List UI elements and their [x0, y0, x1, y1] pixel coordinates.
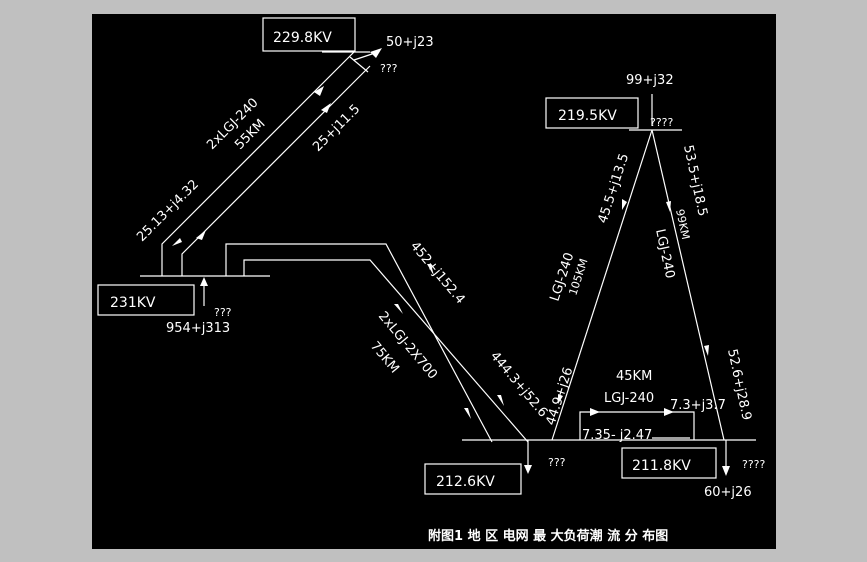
bus-tick-229: [349, 56, 369, 73]
gen231-unknown: ???: [214, 306, 232, 319]
arrow-l2-a1: [394, 304, 403, 314]
b2-load-value: 99+j32: [626, 73, 674, 88]
arrow-gen231: [200, 277, 208, 286]
arrow-l5-2: [664, 408, 674, 416]
bus-box-229: [262, 17, 356, 52]
line4-length: 99KM: [673, 208, 692, 241]
line1-circuit-a: [161, 51, 355, 276]
line2-circuit-b: [243, 259, 529, 443]
bus-box-219: [545, 97, 639, 129]
arrow-l4-2: [704, 345, 709, 356]
arrow-load212: [524, 465, 532, 474]
arrow-l4-1: [666, 201, 671, 212]
line1-flow-a: 25.13+j4.32: [134, 177, 202, 245]
bus-box-212: [424, 463, 522, 495]
diagram-canvas: 229.8KV 219.5KV 231KV 212.6KV 211.8KV: [92, 14, 776, 549]
line3-flow-a: 45.5+j13.5: [596, 152, 633, 225]
bus-box-211: [621, 447, 717, 479]
line3: [551, 129, 653, 441]
b5-unknown: ????: [742, 458, 766, 471]
line2-length: 75KM: [367, 339, 402, 376]
arrow-l1-a2: [314, 86, 324, 96]
arrow-l1-a1: [172, 238, 182, 246]
b2-unknown: ????: [650, 116, 674, 129]
line1-circuit-b: [181, 65, 371, 276]
arrow-load211: [722, 466, 730, 476]
arrow-l1-b2: [321, 103, 331, 113]
line5-flow-a: 7.3+j3.7: [670, 398, 726, 413]
line2-circuit-a: [225, 243, 493, 443]
line1-flow-b: 25+j11.5: [310, 102, 363, 155]
line4: [651, 129, 725, 441]
line3-flow-b: 44.9+j26: [544, 366, 577, 428]
load212-unknown: ???: [548, 456, 566, 469]
arrow-l3-2: [558, 394, 563, 404]
bus-label-211: 211.8KV: [632, 458, 691, 474]
line5: [579, 411, 695, 440]
arrow-l2-a: [464, 408, 471, 419]
arrow-l5-1: [590, 408, 600, 416]
bus-label-229: 229.8KV: [273, 30, 332, 46]
top-load-unknown: ???: [380, 62, 398, 75]
line5-flow-b: 7.35- j2.47: [582, 428, 652, 443]
line2-flow-a: 452+j152.4: [407, 239, 468, 307]
figure-caption: 附图1 地 区 电网 最 大负荷潮 流 分 布图: [428, 528, 668, 544]
b5-load-value: 60+j26: [704, 485, 752, 500]
top-load-leg: [353, 51, 379, 61]
line5-length: 45KM: [616, 369, 652, 384]
line4-flow-b: 52.6+j28.9: [724, 348, 754, 422]
bus-label-212: 212.6KV: [436, 474, 495, 490]
line2-flow-b: 444.3+j52.6: [487, 349, 550, 420]
line4-flow-a: 53.5+j18.5: [680, 144, 710, 218]
bus-label-219: 219.5KV: [558, 108, 617, 124]
power-flow-diagram: 229.8KV 219.5KV 231KV 212.6KV 211.8KV: [97, 17, 766, 544]
arrow-l1-b1: [196, 230, 206, 240]
top-load-value: 50+j23: [386, 35, 434, 50]
gen231-value: 954+j313: [166, 321, 230, 336]
arrow-l3-1: [622, 199, 627, 210]
arrow-l2-b2: [497, 395, 504, 406]
line4-name: LGJ-240: [652, 228, 677, 280]
bus-box-231: [97, 284, 195, 316]
line5-name: LGJ-240: [604, 391, 654, 406]
bus-label-231: 231KV: [110, 295, 156, 311]
arrow-l2-b1: [427, 264, 434, 276]
